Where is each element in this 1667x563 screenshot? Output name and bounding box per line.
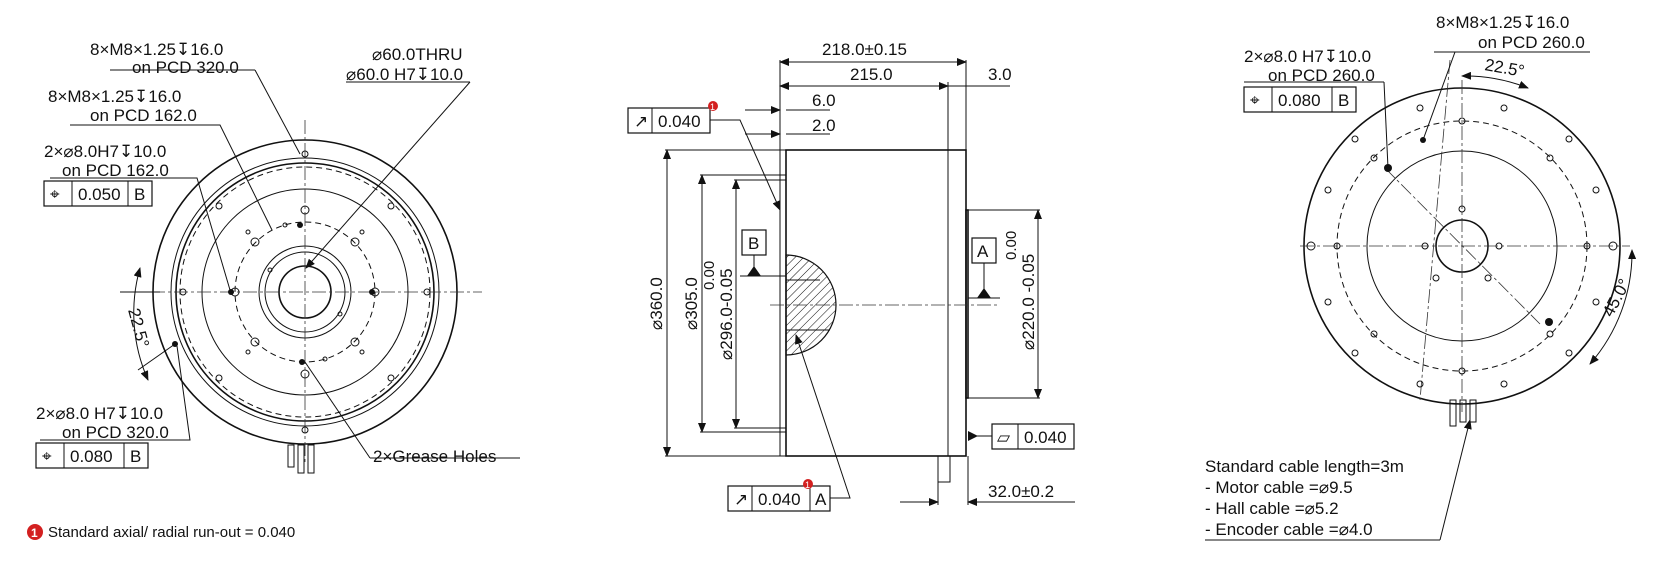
right-view: 8×M8×1.25↧16.0 on PCD 260.0 2×⌀8.0 H7↧10…	[1205, 13, 1637, 541]
left-bolts-162-line1: 8×M8×1.25↧16.0	[48, 87, 181, 106]
right-angle-right: 45.0°	[1599, 276, 1635, 320]
cable-note-4: - Encoder cable =⌀4.0	[1205, 520, 1373, 539]
datum-a: A	[968, 237, 1000, 299]
flatness-frame: ▱ 0.040	[968, 423, 1075, 450]
right-pins-line1: 2×⌀8.0 H7↧10.0	[1244, 47, 1371, 66]
svg-text:0.050: 0.050	[78, 185, 121, 204]
side-view: 218.0±0.15 215.0 3.0 6.0 2.0 ↗ 0.040 1 B…	[627, 40, 1075, 512]
cable-stub	[297, 444, 305, 474]
len-body-label: 215.0	[850, 65, 893, 84]
footnote-text: Standard axial/ radial run-out = 0.040	[48, 524, 295, 541]
svg-text:0.040: 0.040	[758, 490, 801, 509]
rear-tolerance-frame: ⌖ 0.080 B	[1243, 86, 1357, 113]
svg-text:A: A	[815, 490, 827, 509]
svg-text:⌖: ⌖	[42, 447, 52, 466]
dia-296-label: ⌀296.0-0.05	[717, 268, 736, 360]
left-bolts-162-line2: on PCD 162.0	[90, 106, 197, 125]
right-bolts-line1: 8×M8×1.25↧16.0	[1436, 13, 1569, 32]
dia-305-label: ⌀305.0	[682, 277, 701, 330]
len-total-label: 218.0±0.15	[822, 40, 907, 59]
left-bolts-320-line2: on PCD 320.0	[132, 58, 239, 77]
svg-text:⌖: ⌖	[50, 185, 60, 204]
rear-cable	[1459, 399, 1467, 423]
dia-220-label: ⌀220.0 -0.05	[1019, 254, 1038, 350]
svg-text:⌖: ⌖	[1250, 91, 1260, 110]
bolt-holes-162	[230, 205, 380, 379]
cable-shaft	[937, 455, 951, 483]
svg-text:B: B	[748, 234, 759, 253]
datum-b: B	[740, 229, 786, 277]
rear-cable	[1449, 399, 1457, 427]
cable-note-2: - Motor cable =⌀9.5	[1205, 478, 1353, 497]
bolt-holes-320	[179, 150, 431, 434]
runout-frame-bottom: ↗ 0.040 A 1	[727, 334, 851, 512]
right-angle-top: 22.5°	[1483, 55, 1526, 81]
svg-text:B: B	[1338, 91, 1349, 110]
svg-text:0.040: 0.040	[658, 112, 701, 131]
footnote: 1 Standard axial/ radial run-out = 0.040	[27, 524, 295, 541]
len-shaft-label: 32.0±0.2	[988, 482, 1054, 501]
svg-text:↗: ↗	[734, 490, 748, 509]
svg-text:1: 1	[805, 480, 810, 490]
cable-stub	[307, 444, 315, 474]
grease-holes-label: 2×Grease Holes	[373, 447, 496, 466]
svg-text:▱: ▱	[997, 428, 1011, 447]
rear-pcd-holes	[1333, 117, 1591, 375]
len-2-label: 2.0	[812, 116, 836, 135]
len-6-label: 6.0	[812, 91, 836, 110]
tolerance-frame-162: ⌖ 0.050 B	[43, 180, 153, 207]
left-bore-line1: ⌀60.0THRU	[372, 45, 463, 64]
left-pins-162-line1: 2×⌀8.0H7↧10.0	[44, 142, 166, 161]
left-angle-label: 22.5°	[124, 306, 153, 349]
left-bolts-320-line1: 8×M8×1.25↧16.0	[90, 40, 223, 59]
len-step-label: 3.0	[988, 65, 1012, 84]
left-pins-320-line1: 2×⌀8.0 H7↧10.0	[36, 404, 163, 423]
rear-cable	[1469, 399, 1477, 423]
left-view: 8×M8×1.25↧16.0 on PCD 320.0 ⌀60.0THRU ⌀6…	[35, 40, 520, 474]
svg-text:0.040: 0.040	[1024, 428, 1067, 447]
left-bore-line2: ⌀60.0 H7↧10.0	[346, 65, 463, 84]
svg-text:B: B	[130, 447, 141, 466]
svg-text:↗: ↗	[634, 112, 648, 131]
right-pins-line2: on PCD 260.0	[1268, 66, 1375, 85]
cable-note-3: - Hall cable =⌀5.2	[1205, 499, 1339, 518]
svg-text:0.080: 0.080	[70, 447, 113, 466]
left-pins-320-line2: on PCD 320.0	[62, 423, 169, 442]
svg-text:0.080: 0.080	[1278, 91, 1321, 110]
dia-360-label: ⌀360.0	[647, 277, 666, 330]
dia-220-tol-label: 0.00	[1003, 231, 1020, 260]
svg-text:A: A	[977, 242, 989, 261]
front-lip	[779, 149, 787, 457]
cable-stub	[287, 444, 295, 468]
left-pins-162-line2: on PCD 162.0	[62, 161, 169, 180]
dia-296-tol-label: 0.00	[701, 261, 718, 290]
svg-text:1: 1	[710, 102, 715, 112]
svg-text:B: B	[134, 185, 145, 204]
tolerance-frame-320: ⌖ 0.080 B	[35, 442, 149, 469]
svg-text:1: 1	[31, 526, 38, 540]
cable-note-1: Standard cable length=3m	[1205, 457, 1404, 476]
right-bolts-line2: on PCD 260.0	[1478, 33, 1585, 52]
runout-frame-top: ↗ 0.040 1	[627, 101, 781, 211]
